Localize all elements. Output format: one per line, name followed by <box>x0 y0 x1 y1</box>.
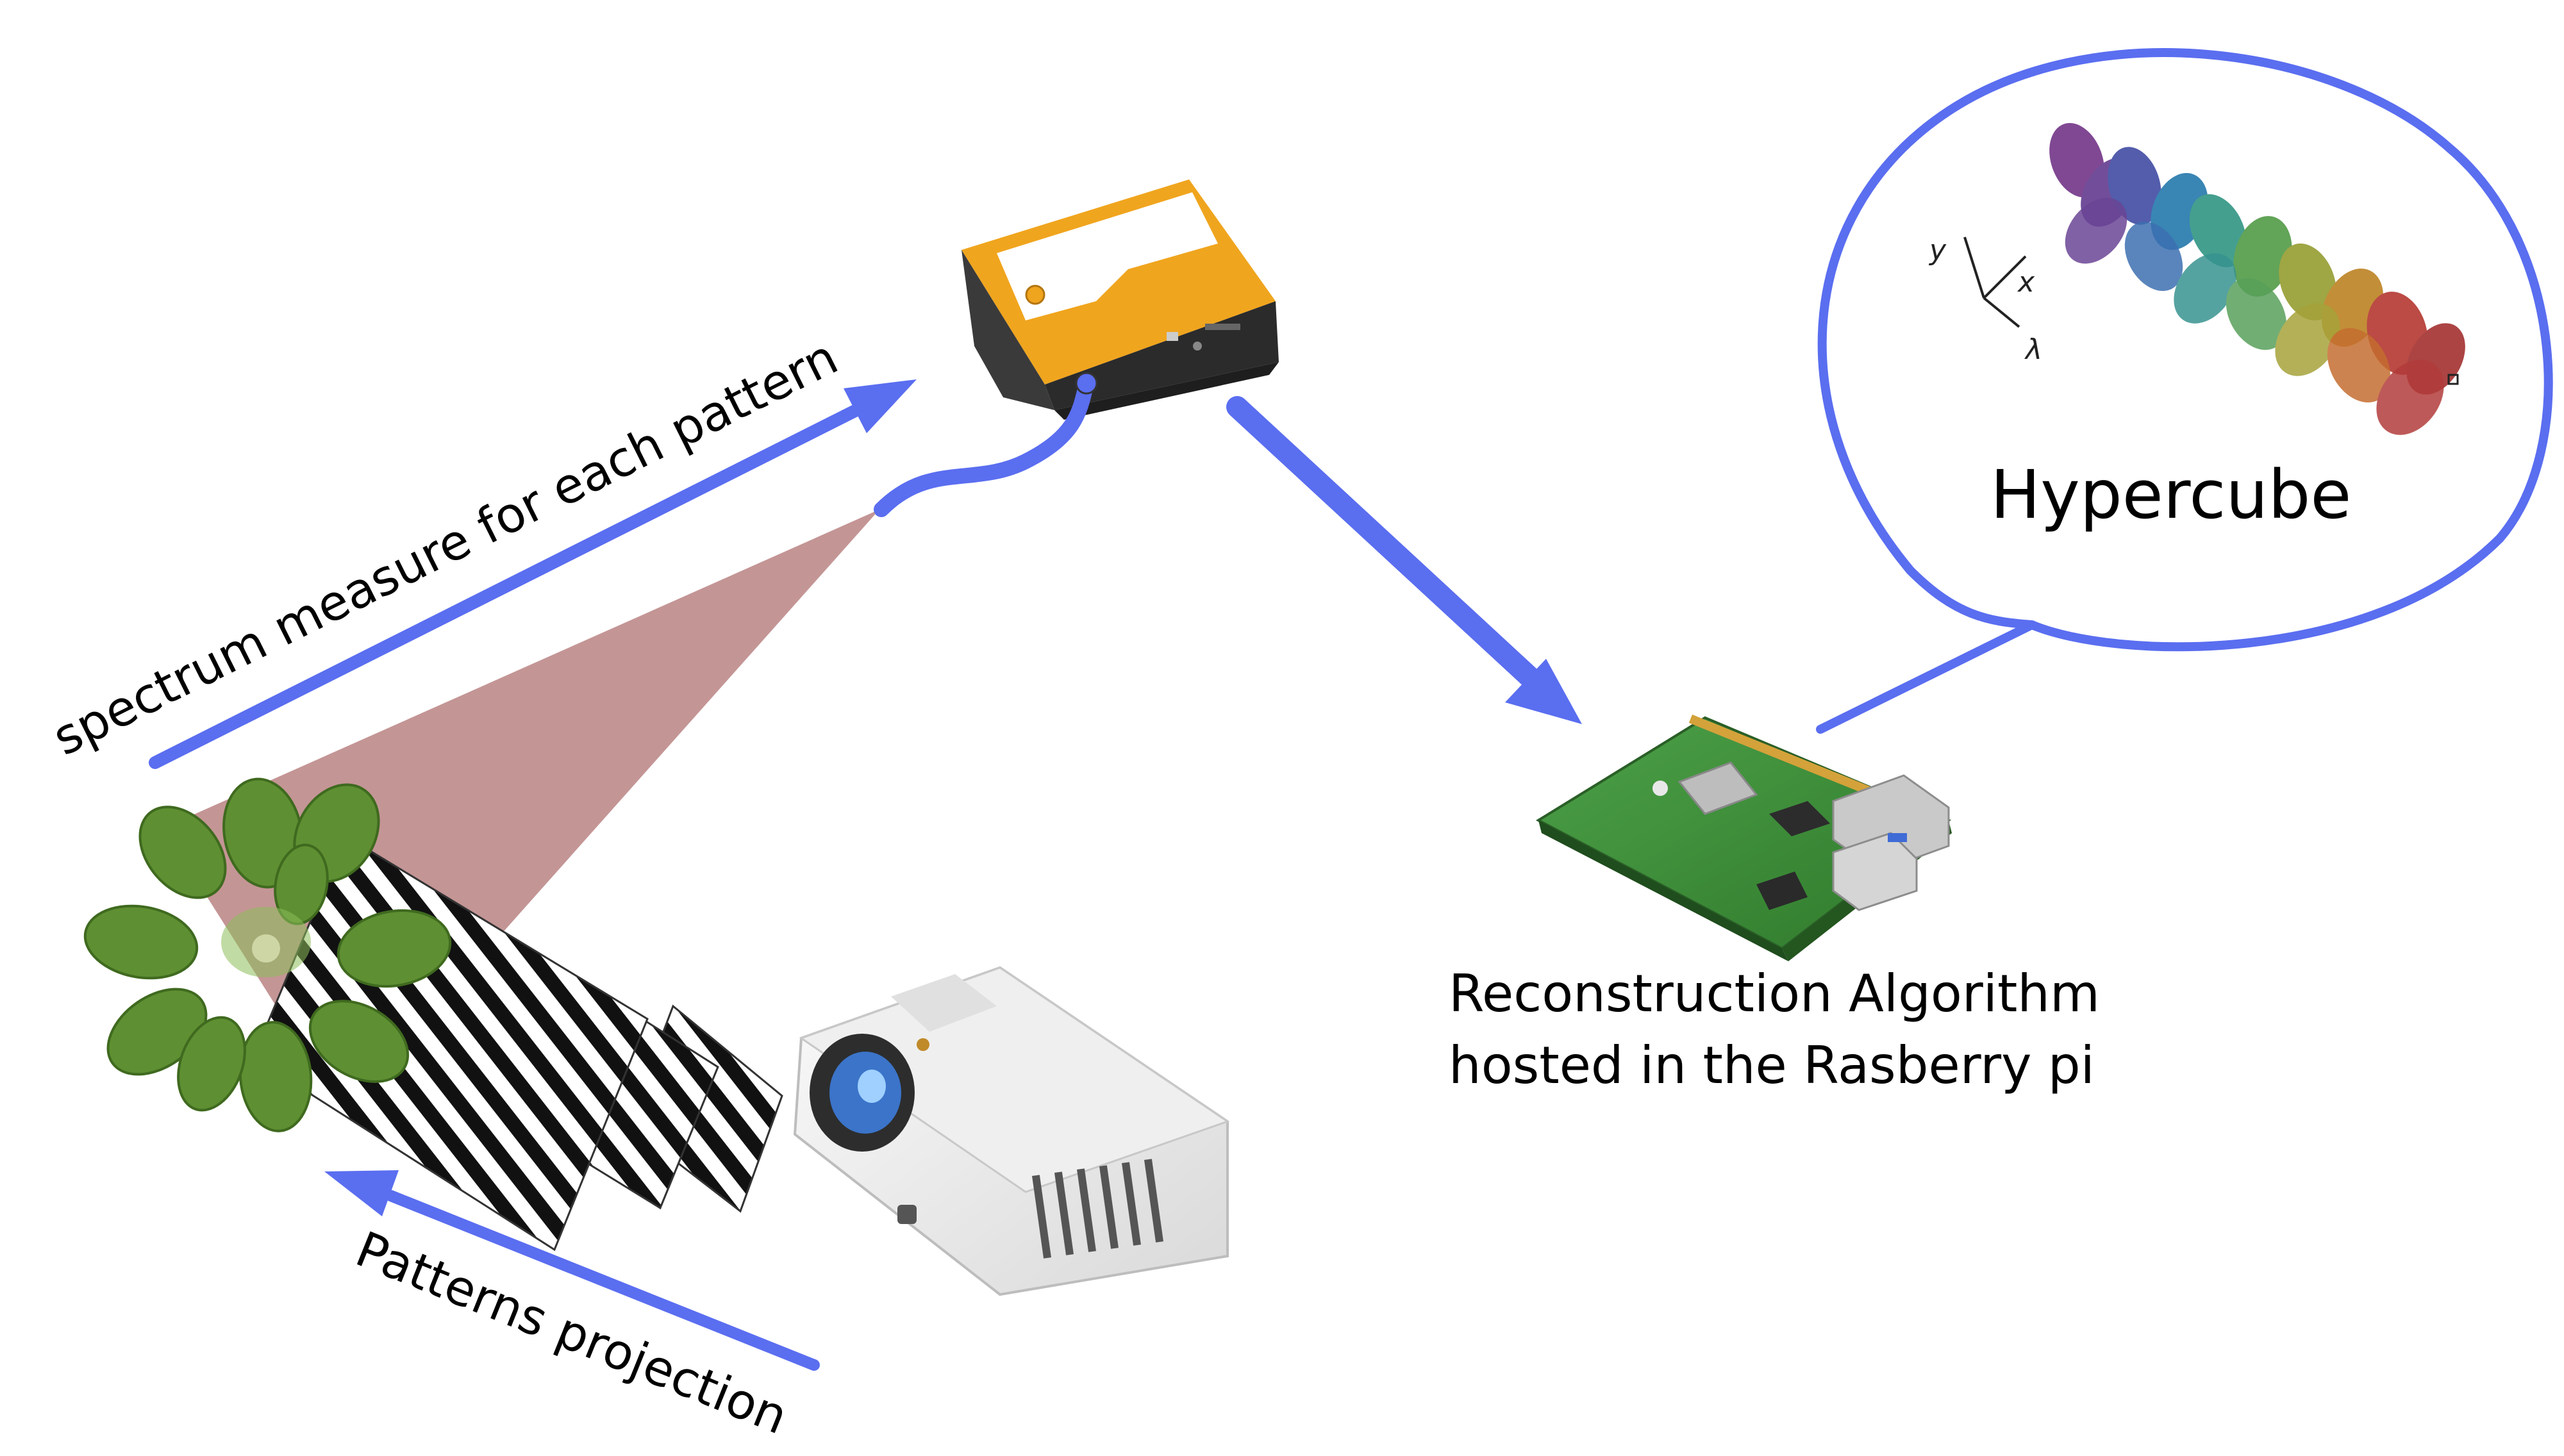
hypercube-label: Hypercube <box>1990 456 2351 534</box>
y-axis-label: y <box>1928 234 1947 267</box>
reconstruction-label-line1: Reconstruction Algorithm <box>1449 964 2100 1023</box>
spectrometer-image <box>962 179 1279 420</box>
axis-triad <box>1963 236 2027 328</box>
speech-bubble <box>1816 48 2553 734</box>
hypercube-image: y x λ <box>1928 122 2465 435</box>
optical-fiber <box>874 376 1094 517</box>
x-axis-label: x <box>2017 266 2035 299</box>
lambda-axis-label: λ <box>2024 333 2042 366</box>
raspberry-pi-image <box>1535 715 1952 961</box>
projector-image <box>793 966 1230 1296</box>
spectrum-label: spectrum measure for each pattern <box>44 328 846 766</box>
spectrum-arrow <box>149 379 917 769</box>
reconstruction-label-line2: hosted in the Rasberry pi <box>1449 1036 2095 1095</box>
output-arrow <box>1226 396 1582 724</box>
plant-image <box>83 777 452 1132</box>
projection-arrow <box>324 1170 820 1371</box>
